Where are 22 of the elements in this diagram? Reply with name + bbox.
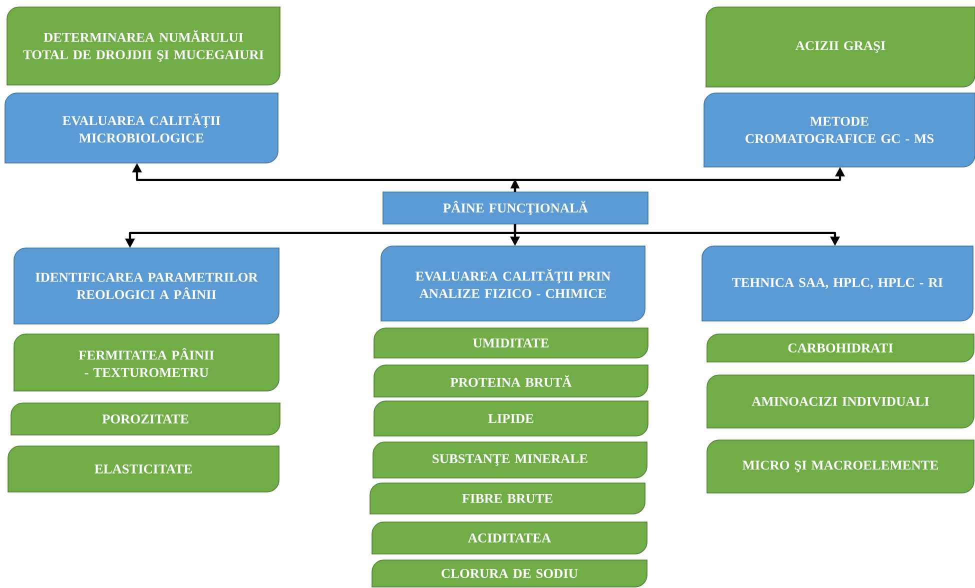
item-box: POROZITATE xyxy=(10,402,280,436)
process-box: EVALUAREA CALITĂŢII MICROBIOLOGICE xyxy=(4,92,278,164)
item-box: CARBOHIDRATI xyxy=(706,334,974,362)
process-box: IDENTIFICAREA PARAMETRILOR REOLOGICI A PÂINII xyxy=(14,248,280,324)
item-box: DETERMINAREA NUMĂRULUI TOTAL DE DROJDII ŞI MUCEGAIURI xyxy=(6,6,280,86)
item-box: FIBRE BRUTE xyxy=(370,482,646,514)
item-box: PROTEINA BRUTĂ xyxy=(374,364,648,398)
process-box: EVALUAREA CALITĂŢII PRIN ANALIZE FIZICO - CHIMICE xyxy=(380,246,646,322)
process-box: METODE CROMATOGRAFICE GC - MS xyxy=(704,92,975,168)
item-box: MICRO ŞI MACROELEMENTE xyxy=(706,440,974,494)
item-box: ACIDITATEA xyxy=(372,522,648,554)
item-box: ACIZII GRAŞI xyxy=(706,6,975,88)
item-box: FERMITATEA PÂINII - TEXTUROMETRU xyxy=(14,334,280,392)
item-box: AMINOACIZI INDIVIDUALI xyxy=(706,374,974,428)
item-box: SUBSTANŢE MINERALE xyxy=(372,442,648,478)
item-box: LIPIDE xyxy=(374,400,648,436)
item-box: CLORURA DE SODIU xyxy=(372,560,648,588)
item-box: ELASTICITATE xyxy=(8,446,280,492)
item-box: UMIDITATE xyxy=(374,328,648,358)
arrowhead xyxy=(510,179,520,188)
process-box: TEHNICA SAA, HPLC, HPLC - RI xyxy=(702,246,974,322)
process-box: PÂINE FUNCŢIONALĂ xyxy=(382,192,648,224)
